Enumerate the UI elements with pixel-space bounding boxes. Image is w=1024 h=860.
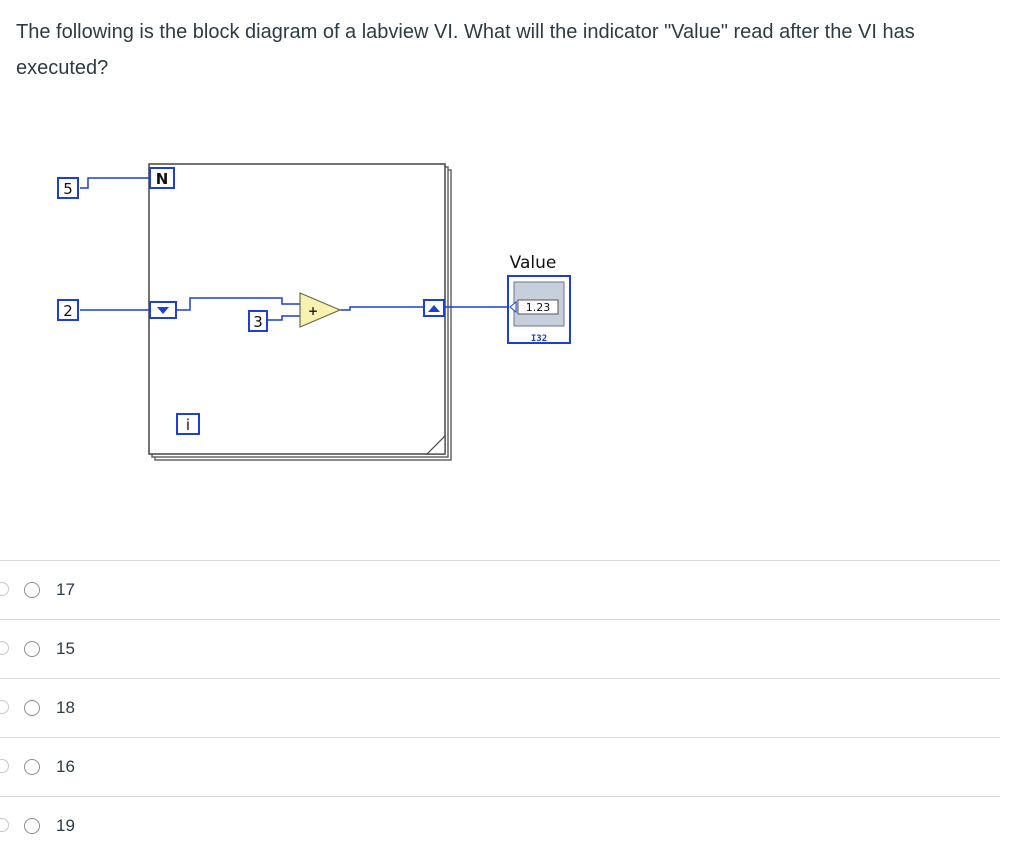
count-constant xyxy=(57,177,79,199)
count-terminal-label: N xyxy=(156,170,169,188)
count-constant-value: 5 xyxy=(63,180,73,198)
answer-label: 15 xyxy=(56,639,75,658)
add-function xyxy=(299,292,342,328)
question-text: The following is the block diagram of a … xyxy=(16,21,915,79)
shift-register-up-arrow-icon xyxy=(428,305,440,312)
answer-label: 17 xyxy=(56,580,75,599)
answer-option-4[interactable]: 16 xyxy=(0,737,1000,796)
count-terminal xyxy=(149,167,175,189)
answer-option-5[interactable]: 19 xyxy=(0,796,1000,855)
answer-label: 18 xyxy=(56,698,75,717)
radio-button[interactable] xyxy=(24,582,40,598)
shift-init-constant xyxy=(57,299,79,321)
add-constant-value: 3 xyxy=(253,313,263,331)
indicator-type-label: I32 xyxy=(531,334,547,344)
block-diagram-svg: 5 N 2 3 + i Value 1.23 I32 xyxy=(57,163,571,461)
answer-label: 19 xyxy=(56,816,75,835)
add-constant xyxy=(248,310,268,332)
indicator-input-arrow-icon xyxy=(509,300,517,314)
answer-label: 16 xyxy=(56,757,75,776)
add-function-symbol: + xyxy=(308,304,318,318)
indicator-display-value: 1.23 xyxy=(526,301,551,314)
for-loop-corner xyxy=(425,434,446,455)
shift-init-constant-value: 2 xyxy=(63,302,73,320)
answer-marker-icon xyxy=(0,641,9,655)
answer-option-3[interactable]: 18 xyxy=(0,678,1000,737)
answer-marker-icon xyxy=(0,700,9,714)
block-diagram: 5 N 2 3 + i Value 1.23 I32 xyxy=(0,150,600,470)
answer-marker-icon xyxy=(0,582,9,596)
answer-marker-icon xyxy=(0,818,9,832)
radio-button[interactable] xyxy=(24,641,40,657)
radio-button[interactable] xyxy=(24,818,40,834)
radio-button[interactable] xyxy=(24,759,40,775)
for-loop-frame xyxy=(148,163,446,455)
radio-button[interactable] xyxy=(24,700,40,716)
shift-register-down-arrow-icon xyxy=(157,307,169,314)
iteration-terminal-label: i xyxy=(186,416,190,434)
iteration-terminal xyxy=(176,413,200,435)
answer-option-1[interactable]: 17 xyxy=(0,560,1000,619)
answer-option-2[interactable]: 15 xyxy=(0,619,1000,678)
indicator-display-box xyxy=(517,299,559,315)
wires xyxy=(80,177,510,321)
indicator-label: Value xyxy=(510,253,557,273)
answer-marker-icon xyxy=(0,759,9,773)
answer-list: 17 15 18 16 19 xyxy=(0,560,1000,855)
